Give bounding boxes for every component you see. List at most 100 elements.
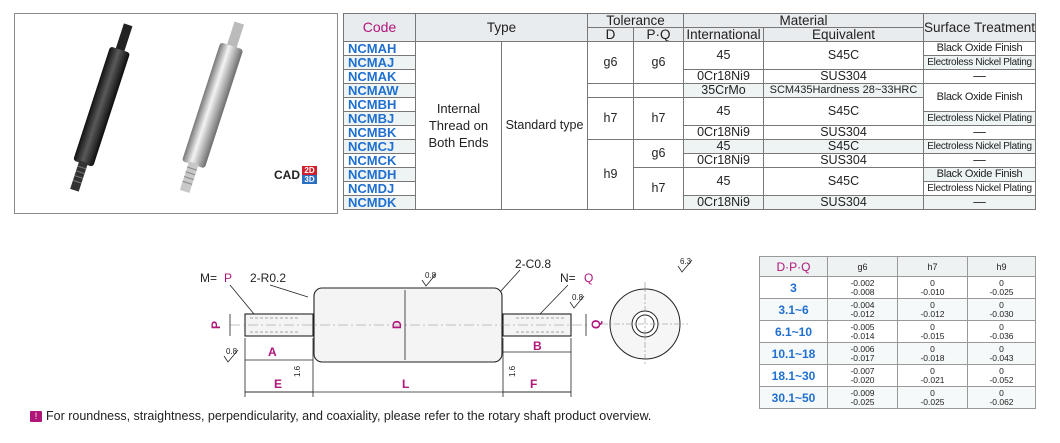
shaft-illustration <box>70 21 245 193</box>
tol-lower: -0.030 <box>989 308 1014 319</box>
cad-3d-badge: 3D <box>302 175 317 184</box>
code-cell: NCMDK <box>343 195 416 210</box>
code-cell: NCMCJ <box>343 139 416 154</box>
tol-size: 6.1~10 <box>759 320 828 343</box>
radius-label: 2-R0.2 <box>250 271 286 285</box>
tol-header-h7: h7 <box>897 256 968 277</box>
mat-equiv-cell: S45C <box>763 41 924 70</box>
code-cell: NCMDH <box>343 167 416 182</box>
tol-upper: -0.004 <box>850 300 875 310</box>
tol-upper: 0 <box>999 388 1004 398</box>
product-photo <box>14 13 338 214</box>
tol-upper: -0.009 <box>850 388 875 398</box>
tol-g6: -0.005-0.014 <box>827 320 898 343</box>
header-type: Type <box>415 13 588 42</box>
tol-lower: -0.021 <box>920 374 945 385</box>
code-cell: NCMAJ <box>343 55 416 70</box>
technical-drawing: M= P 2-R0.2 2-C0.8 N= Q 0.8 0.8 0.8 1.6 … <box>200 257 693 397</box>
roughness-1-6-right: 1.6 <box>508 365 517 377</box>
tol-lower: -0.025 <box>989 286 1014 297</box>
header-tolerance: Tolerance <box>587 13 684 28</box>
tol-g6: -0.007-0.020 <box>827 364 898 387</box>
tol-h7: 0-0.021 <box>897 364 968 387</box>
dim-d: D <box>390 320 404 329</box>
dim-e: E <box>274 377 282 391</box>
tol-lower: -0.015 <box>920 330 945 341</box>
header-material: Material <box>683 13 924 28</box>
dim-b: B <box>533 339 542 353</box>
surface-cell: Electroless Nickel Plating <box>922 111 1037 126</box>
mat-intl-cell: 35CrMo <box>683 83 764 98</box>
mat-equiv-cell: S45C <box>763 167 924 196</box>
n-q-label: Q <box>584 271 593 285</box>
tol-upper: -0.006 <box>850 344 875 354</box>
roughness-1-6-left: 1.6 <box>293 365 302 377</box>
chamfer-label: 2-C0.8 <box>515 257 551 271</box>
tol-lower: -0.020 <box>850 374 875 385</box>
cad-indicator: CAD 2D 3D <box>274 166 317 184</box>
tol-g6: -0.002-0.008 <box>827 276 898 299</box>
tol-pq-cell: g6 <box>633 41 684 84</box>
mat-equiv-cell: S45C <box>763 97 924 126</box>
tol-upper: 0 <box>999 344 1004 354</box>
tol-header-h9: h9 <box>967 256 1036 277</box>
surface-cell: Black Oxide Finish <box>922 83 1037 112</box>
header-d: D <box>587 27 634 42</box>
tol-size: 18.1~30 <box>759 364 828 387</box>
dim-p: P <box>209 321 223 329</box>
tol-h7: 0-0.025 <box>897 386 968 409</box>
tol-upper: 0 <box>930 278 935 288</box>
tol-h9: 0-0.030 <box>967 298 1036 321</box>
mat-equiv-cell: SCM435Hardness 28~33HRC <box>763 83 924 98</box>
tol-header-dpq: D·P·Q <box>759 256 828 277</box>
tol-lower: -0.010 <box>920 286 945 297</box>
mat-intl-cell: 0Cr18Ni9 <box>683 195 764 210</box>
tol-upper: 0 <box>999 278 1004 288</box>
tol-upper: 0 <box>930 366 935 376</box>
tol-size: 3 <box>759 276 828 299</box>
tol-header-g6: g6 <box>827 256 898 277</box>
type-main-text: Internal Thread on Both Ends <box>428 101 489 150</box>
tol-g6: -0.006-0.017 <box>827 342 898 365</box>
cad-2d-badge: 2D <box>302 166 317 175</box>
tol-lower: -0.036 <box>989 330 1014 341</box>
roughness-0-8-right: 0.8 <box>572 293 584 302</box>
tolerance-table: D·P·Q g6 h7 h9 3 -0.002-0.008 0-0.010 0-… <box>759 256 1036 409</box>
cad-label: CAD <box>274 168 300 182</box>
surface-cell: Electroless Nickel Plating <box>922 139 1037 154</box>
tol-h7: 0-0.018 <box>897 342 968 365</box>
tol-upper: -0.007 <box>850 366 875 376</box>
tol-h7: 0-0.015 <box>897 320 968 343</box>
code-cell: NCMBH <box>343 97 416 112</box>
tol-h9: 0-0.025 <box>967 276 1036 299</box>
surface-cell: Black Oxide Finish <box>922 167 1037 182</box>
dim-q: Q <box>589 320 603 329</box>
dim-a: A <box>268 345 277 359</box>
tol-g6: -0.009-0.025 <box>827 386 898 409</box>
header-surface: Surface Treatment <box>922 13 1037 42</box>
type-sub: Standard type <box>501 41 588 210</box>
tol-size: 30.1~50 <box>759 386 828 409</box>
mat-equiv-cell: S45C <box>763 139 924 154</box>
tol-lower: -0.008 <box>850 286 875 297</box>
tol-upper: 0 <box>999 322 1004 332</box>
tol-lower: -0.025 <box>850 396 875 407</box>
mat-intl-cell: 0Cr18Ni9 <box>683 69 764 84</box>
code-cell: NCMAK <box>343 69 416 84</box>
cad-badge: 2D 3D <box>302 166 317 184</box>
tol-lower: -0.052 <box>989 374 1014 385</box>
tol-d-cell: g6 <box>587 41 634 84</box>
tol-upper: 0 <box>930 322 935 332</box>
roughness-6-3: 6.3 <box>680 257 692 266</box>
tol-lower: -0.012 <box>920 308 945 319</box>
tol-lower: -0.062 <box>989 396 1014 407</box>
tol-lower: -0.017 <box>850 352 875 363</box>
tol-lower: -0.025 <box>920 396 945 407</box>
info-icon: ! <box>30 410 42 422</box>
tol-upper: 0 <box>930 388 935 398</box>
tol-upper: 0 <box>930 344 935 354</box>
dim-l: L <box>402 377 409 391</box>
surface-cell: — <box>922 195 1037 210</box>
tol-pq-cell: g6 <box>633 139 684 168</box>
tol-lower: -0.014 <box>850 330 875 341</box>
